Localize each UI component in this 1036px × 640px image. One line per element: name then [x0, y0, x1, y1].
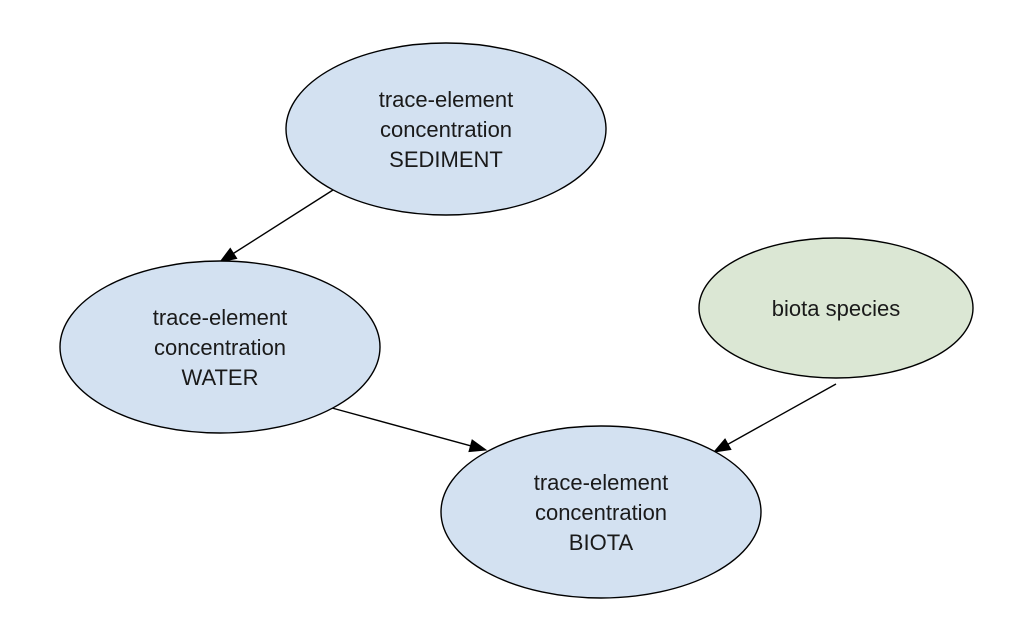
node-ellipse-sediment [285, 42, 607, 216]
edge-line [331, 407, 471, 447]
edge-species-to-biota [712, 383, 837, 453]
node-label-sediment-line-2: concentration [380, 117, 512, 142]
edge-sediment-to-water [218, 189, 334, 263]
node-label-species-line-1: biota species [772, 296, 900, 321]
nodes-layer: trace-elementconcentrationSEDIMENTtrace-… [59, 42, 974, 599]
arrowhead-icon [712, 438, 732, 453]
arrowhead-icon [468, 439, 488, 453]
node-label-water-line-1: trace-element [153, 305, 288, 330]
node-label-biota-line-2: concentration [535, 500, 667, 525]
node-label-water-line-2: concentration [154, 335, 286, 360]
arrowhead-icon [218, 247, 238, 263]
edge-line [233, 189, 334, 254]
node-label-biota-line-3: BIOTA [569, 530, 634, 555]
node-label-sediment-line-3: SEDIMENT [389, 147, 503, 172]
node-ellipse-species [698, 237, 974, 379]
node-label-water-line-3: WATER [182, 365, 259, 390]
node-label-sediment-line-1: trace-element [379, 87, 514, 112]
node-ellipse-water [59, 260, 381, 434]
node-species: biota species [698, 237, 974, 379]
edges-layer [218, 189, 837, 453]
node-label-biota-line-1: trace-element [534, 470, 669, 495]
node-ellipse-biota [440, 425, 762, 599]
edge-line [727, 383, 837, 445]
edge-water-to-biota [331, 407, 488, 453]
